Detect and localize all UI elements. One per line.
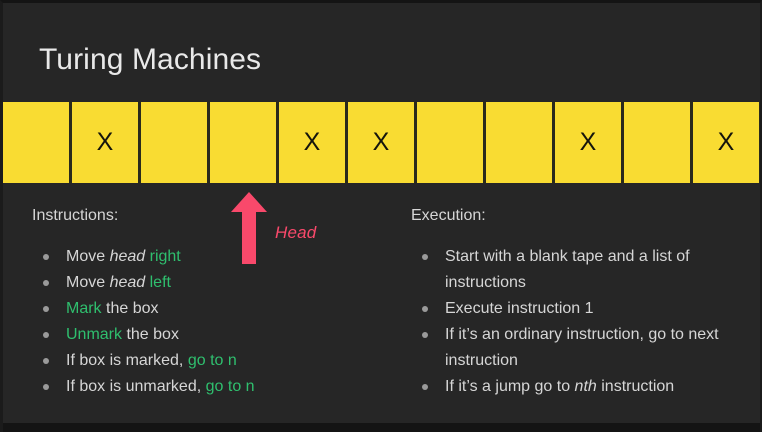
list-item: If box is marked, go to n [32,348,382,374]
list-item: If box is unmarked, go to n [32,374,382,400]
tape-cell[interactable] [141,102,210,183]
list-item-text: If box is unmarked, [66,378,206,395]
list-item-text: Start with a blank tape and a list of in… [445,248,690,291]
list-item: Move head right [32,244,382,270]
tape-mark: X [579,128,597,156]
list-item-text: If box is marked, [66,352,188,369]
list-item-text: Mark [66,300,102,317]
list-item-text: instruction [596,378,675,395]
tape-mark: X [96,128,114,156]
tape-cell[interactable]: X [279,102,348,183]
tape-mark: X [303,128,321,156]
execution-heading: Execution: [411,207,486,224]
list-item-text: Unmark [66,326,123,343]
tape-cell[interactable]: X [348,102,417,183]
list-item-text: head [109,248,146,265]
head-label: Head [275,223,317,242]
tape-cell[interactable] [210,102,279,183]
execution-list: Start with a blank tape and a list of in… [411,244,751,400]
list-item: Move head left [32,270,382,296]
execution-column: Execution: Start with a blank tape and a… [411,206,751,400]
tape-cell[interactable]: X [555,102,624,183]
list-item: Start with a blank tape and a list of in… [411,244,751,296]
list-item-text: nth [574,378,597,395]
list-item-text: Execute instruction 1 [445,300,594,317]
list-item-text: Move [66,248,110,265]
list-item: Mark the box [32,296,382,322]
tape-cell[interactable] [624,102,693,183]
page-title: Turing Machines [39,43,262,76]
tape-cell[interactable]: X [72,102,141,183]
list-item-text: head [109,274,146,291]
tape-mark: X [372,128,390,156]
tape-cell[interactable] [3,102,72,183]
list-item-text: left [149,274,171,291]
tape-cell[interactable]: X [693,102,760,183]
instructions-heading: Instructions: [32,207,119,224]
tape-cell[interactable] [486,102,555,183]
list-item-text: Move [66,274,110,291]
list-item-text: right [149,248,181,265]
list-item-text: the box [122,326,179,343]
list-item: Unmark the box [32,322,382,348]
bottom-bar [3,423,760,432]
list-item: Execute instruction 1 [411,296,751,322]
tape-cell[interactable] [417,102,486,183]
list-item-text: the box [101,300,159,317]
list-item-text: If it’s a jump go to [445,378,575,395]
head-arrow-icon [231,192,267,264]
list-item-text: go to n [205,378,255,395]
list-item-text: If it’s an ordinary instruction, go to n… [445,326,719,369]
tape-mark: X [717,128,735,156]
list-item: If it’s a jump go to nth instruction [411,374,751,400]
list-item-text: go to n [187,352,237,369]
list-item: If it’s an ordinary instruction, go to n… [411,322,751,374]
